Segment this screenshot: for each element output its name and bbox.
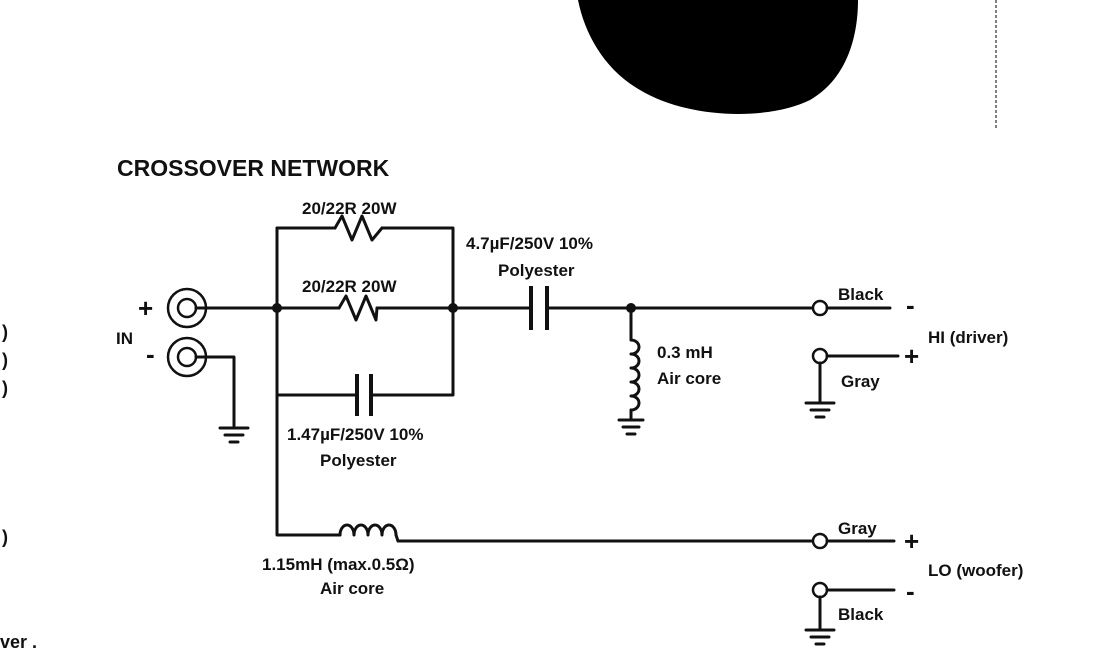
hi-top-sign: - [906, 290, 915, 320]
hi-terminal-bottom [811, 347, 829, 365]
input-plus-sign: + [138, 293, 153, 323]
ground-symbol-lo [804, 628, 836, 646]
resistor-r2-label: 20/22R 20W [302, 277, 397, 296]
margin-fragment-text: ver . [0, 632, 37, 652]
ground-symbol-input [218, 426, 250, 444]
hi-terminal-top [811, 299, 829, 317]
hi-top-wire-label: Black [838, 285, 884, 304]
diagram-title: CROSSOVER NETWORK [117, 155, 390, 181]
margin-mark-1: ) [2, 322, 8, 342]
lo-terminal-bottom [811, 581, 829, 599]
inductor-woofer-label: 1.15mH (max.0.5Ω) [262, 555, 415, 574]
resistor-r1-symbol [333, 214, 384, 242]
wire-in-minus-ground [194, 355, 236, 428]
lo-terminal-top [811, 532, 829, 550]
lo-top-sign: + [904, 526, 919, 556]
inductor-woofer-symbol [338, 523, 400, 543]
hi-bottom-wire-label: Gray [841, 372, 880, 391]
margin-mark-3: ) [2, 378, 8, 398]
capacitor-bypass-type: Polyester [320, 451, 397, 470]
capacitor-series-type: Polyester [498, 261, 575, 280]
capacitor-series-label: 4.7µF/250V 10% [466, 234, 593, 253]
margin-mark-2: ) [2, 350, 8, 370]
margin-mark-4: ) [2, 527, 8, 547]
lo-top-wire-label: Gray [838, 519, 877, 538]
resistor-r1-label: 20/22R 20W [302, 199, 397, 218]
lo-bottom-wire-label: Black [838, 605, 884, 624]
capacitor-bypass-label: 1.47µF/250V 10% [287, 425, 423, 444]
ground-symbol-hi [804, 401, 836, 419]
lo-output-label: LO (woofer) [928, 561, 1023, 580]
wire-left-rail [275, 226, 342, 537]
hi-output-label: HI (driver) [928, 328, 1008, 347]
input-minus-sign: - [146, 339, 155, 369]
wire-r1-return [369, 226, 455, 397]
black-blob [578, 0, 858, 114]
junction-dot [272, 303, 282, 313]
lo-bottom-sign: - [906, 576, 915, 606]
capacitor-series-symbol [529, 286, 549, 330]
ground-symbol-shunt [617, 418, 645, 436]
inductor-shunt-type: Air core [657, 369, 721, 388]
hi-bottom-sign: + [904, 341, 919, 371]
capacitor-bypass-symbol [355, 374, 373, 416]
resistor-r2-symbol [337, 294, 379, 322]
inductor-shunt-symbol [629, 338, 641, 412]
inductor-woofer-type: Air core [320, 579, 384, 598]
junction-dot [448, 303, 458, 313]
input-label: IN [116, 329, 133, 348]
inductor-shunt-label: 0.3 mH [657, 343, 713, 362]
